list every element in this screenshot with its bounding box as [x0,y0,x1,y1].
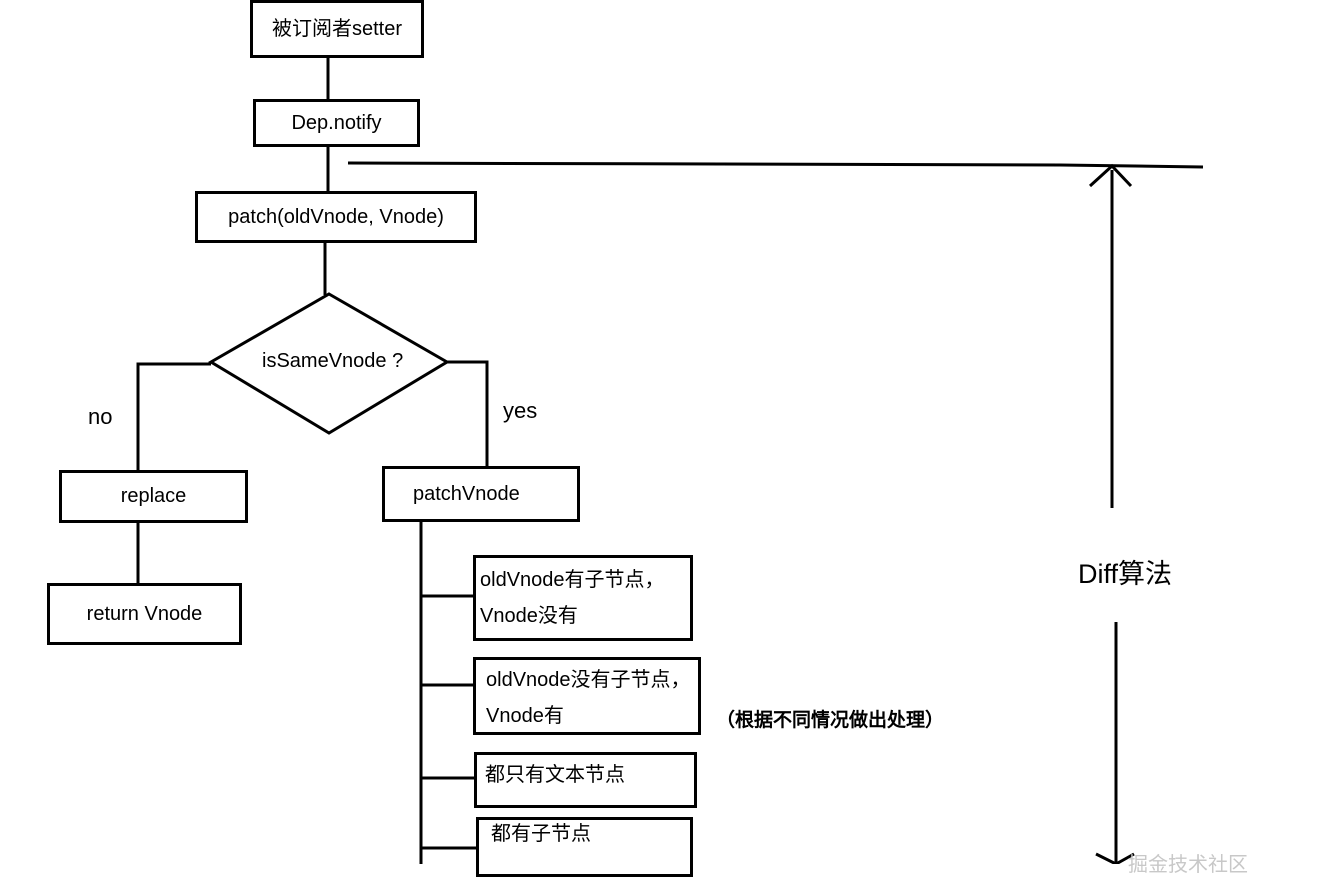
node-case-text-only: 都只有文本节点 [474,752,697,808]
node-case-new-has-children: oldVnode没有子节点，Vnode有 [473,657,701,735]
node-setter: 被订阅者setter [250,0,424,58]
node-case-old-has-children: oldVnode有子节点，Vnode没有 [473,555,693,641]
line-diff-top [347,161,1204,169]
node-patch: patch(oldVnode, Vnode) [195,191,477,243]
line-yes-branch [447,360,489,468]
label-no: no [88,404,113,429]
decision-diamond [208,292,450,435]
note-handle-cases: （根据不同情况做出处理） [716,710,945,731]
label-yes: yes [503,398,538,423]
node-case-both-children: 都有子节点 [476,817,693,877]
label-diff-algorithm: Diff算法 [1078,552,1173,591]
arrow-head-down [1095,852,1135,864]
line-no-branch [136,362,211,472]
node-patch-vnode: patchVnode [382,466,580,522]
node-replace: replace [59,470,248,523]
arrow-head-up [1088,163,1133,188]
node-decision-label: isSameVnode ? [262,350,404,372]
node-return-vnode: return Vnode [47,583,242,645]
node-dep-notify: Dep.notify [253,99,420,147]
watermark: 掘金技术社区 [1128,854,1248,876]
